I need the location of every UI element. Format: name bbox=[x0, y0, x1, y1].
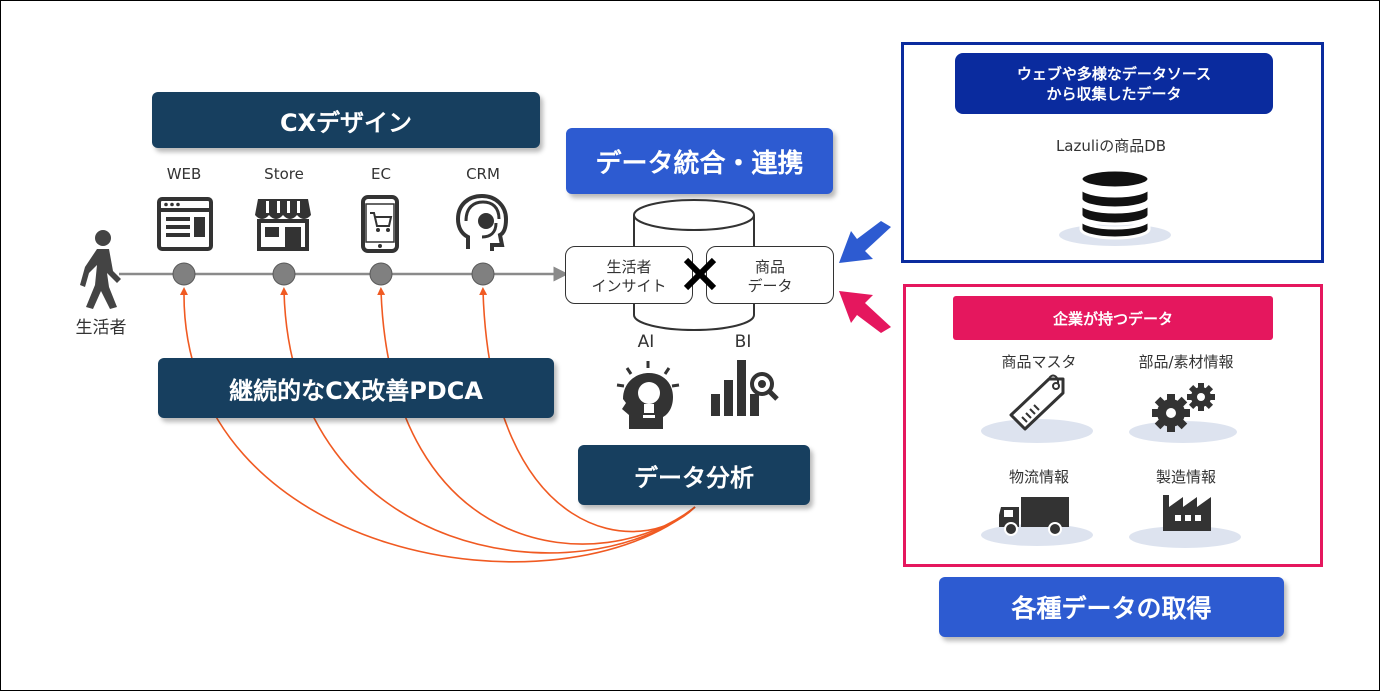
cross-icon bbox=[683, 257, 717, 291]
arrow-from-web-data-icon bbox=[839, 221, 891, 263]
store-icon bbox=[255, 199, 311, 251]
product-data-card bbox=[706, 246, 834, 304]
price-tag-icon bbox=[981, 374, 1093, 443]
consumer-insight-line2: インサイト bbox=[591, 277, 667, 295]
product-data-line1: 商品 bbox=[754, 258, 785, 276]
ai-lightbulb-head-icon bbox=[616, 361, 680, 429]
web-sources-panel bbox=[901, 42, 1324, 263]
timeline-dot-crm bbox=[471, 262, 495, 286]
cx-design-title: CXデザイン bbox=[152, 92, 540, 148]
product-data-line2: データ bbox=[747, 277, 793, 295]
bi-label: BI bbox=[734, 332, 752, 352]
web-sources-title: ウェブや多様なデータソース から収集したデータ bbox=[955, 53, 1273, 114]
touchpoint-label-store: Store bbox=[264, 165, 304, 183]
consumer-label: 生活者 bbox=[75, 318, 127, 338]
smartphone-cart-icon bbox=[361, 195, 399, 253]
web-sources-title-line2: から収集したデータ bbox=[1046, 84, 1182, 103]
product-master-label: 商品マスタ bbox=[1001, 353, 1077, 371]
product-db-icon bbox=[1059, 168, 1171, 246]
logistics-label: 物流情報 bbox=[1008, 468, 1069, 486]
web-sources-title-line1: ウェブや多様なデータソース bbox=[1016, 64, 1212, 83]
truck-icon bbox=[981, 497, 1093, 546]
company-data-panel bbox=[903, 284, 1323, 567]
gears-icon bbox=[1129, 383, 1237, 443]
headset-support-icon bbox=[456, 193, 509, 251]
touchpoint-label-crm: CRM bbox=[466, 165, 500, 183]
product-db-label: Lazuliの商品DB bbox=[1055, 137, 1167, 155]
walking-person-icon bbox=[80, 230, 121, 309]
manufacturing-label: 製造情報 bbox=[1155, 468, 1216, 486]
touchpoint-label-ec: EC bbox=[371, 165, 391, 183]
timeline-dot-ec bbox=[369, 262, 393, 286]
ai-label: AI bbox=[637, 332, 655, 352]
acquisition-title: 各種データの取得 bbox=[939, 577, 1284, 637]
integration-title: データ統合・連携 bbox=[566, 128, 833, 194]
consumer-insight-card bbox=[565, 246, 693, 304]
parts-material-label: 部品/素材情報 bbox=[1138, 353, 1234, 371]
analysis-title: データ分析 bbox=[578, 445, 810, 505]
timeline-dot-store bbox=[272, 262, 296, 286]
bi-chart-search-icon bbox=[711, 360, 779, 416]
pdca-title: 継続的なCX改善PDCA bbox=[158, 358, 554, 418]
company-data-title: 企業が持つデータ bbox=[953, 296, 1273, 340]
timeline-dot-web bbox=[172, 262, 196, 286]
consumer-insight-line1: 生活者 bbox=[606, 258, 652, 276]
web-browser-icon bbox=[157, 197, 213, 251]
arrow-from-company-data-icon bbox=[839, 291, 891, 333]
touchpoint-label-web: WEB bbox=[166, 165, 202, 183]
factory-icon bbox=[1129, 495, 1241, 548]
